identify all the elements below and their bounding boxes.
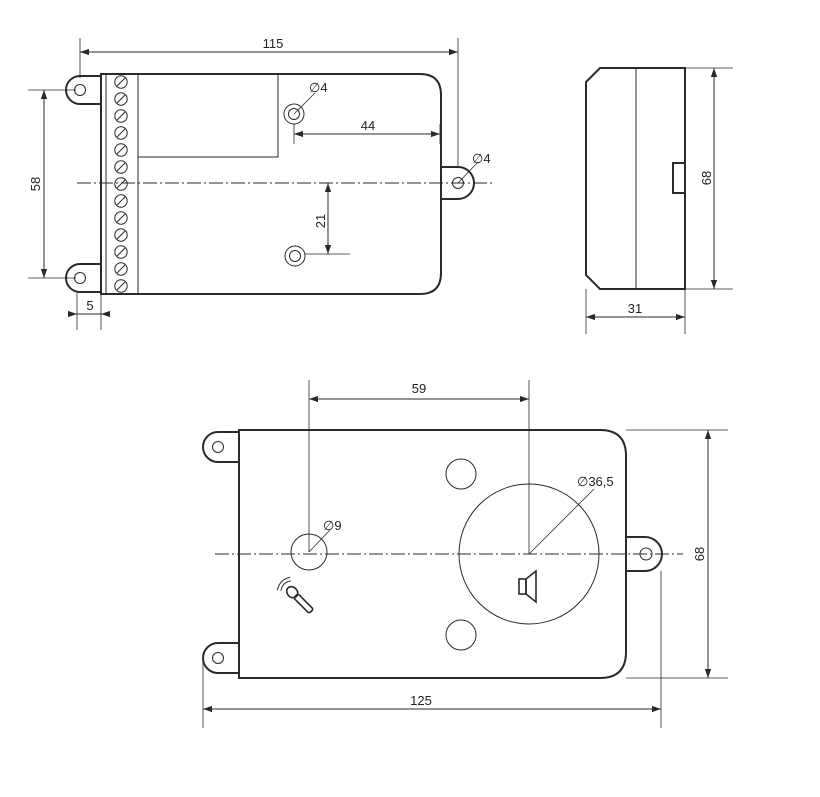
front-view: 59 ∅36,5 ∅9 68 125 bbox=[202, 380, 728, 728]
leader-line bbox=[308, 529, 331, 553]
mounting-hole-lower bbox=[289, 250, 301, 262]
mounting-ear-front-bottom-left bbox=[202, 642, 240, 674]
mounting-hole-front-bottom-left bbox=[212, 652, 224, 664]
screw-hole-upper bbox=[445, 458, 477, 490]
terminal-screw-slot bbox=[116, 281, 126, 291]
dim-label-31: 31 bbox=[628, 301, 642, 316]
dim-label-68-front: 68 bbox=[692, 547, 707, 561]
internal-component bbox=[137, 73, 279, 158]
terminal-screw-slot bbox=[116, 94, 126, 104]
terminal-strip bbox=[100, 73, 139, 295]
terminal-screw-slot bbox=[116, 247, 126, 257]
speaker-dia-label: ∅36,5 bbox=[577, 474, 614, 489]
top-view-body bbox=[100, 73, 442, 295]
mounting-hole-lower-ring bbox=[284, 245, 306, 267]
terminal-screw-slot bbox=[116, 230, 126, 240]
hole-dia-label-right: ∅4 bbox=[472, 151, 491, 166]
dim-label-58: 58 bbox=[28, 177, 43, 191]
terminal-screw-slot bbox=[116, 162, 126, 172]
dim-label-68-side: 68 bbox=[699, 171, 714, 185]
terminal-screw-slot bbox=[116, 196, 126, 206]
terminal-screw-slot bbox=[116, 77, 126, 87]
mic-dia-label: ∅9 bbox=[323, 518, 342, 533]
terminal-screw-slot bbox=[116, 213, 126, 223]
top-view: 115 58 44 21 5 ∅4 ∅4 bbox=[28, 36, 493, 330]
dim-label-44: 44 bbox=[361, 118, 375, 133]
mounting-hole-front-top-left bbox=[212, 441, 224, 453]
side-view-tab bbox=[672, 162, 686, 194]
terminal-screw-slot bbox=[116, 179, 126, 189]
mounting-hole-upper bbox=[288, 108, 300, 120]
mounting-ear-top-left bbox=[65, 75, 102, 105]
screw-hole-lower bbox=[445, 619, 477, 651]
dim-label-115: 115 bbox=[263, 36, 284, 51]
microphone-icon bbox=[276, 576, 314, 614]
hole-dia-label-upper: ∅4 bbox=[309, 80, 328, 95]
leader-line bbox=[457, 161, 479, 184]
dim-label-59: 59 bbox=[412, 381, 426, 396]
leader-line bbox=[528, 488, 595, 555]
side-view: 68 31 bbox=[585, 67, 733, 334]
dim-label-125: 125 bbox=[410, 693, 432, 708]
dim-label-21: 21 bbox=[313, 214, 328, 228]
terminal-screw-slot bbox=[116, 128, 126, 138]
dim-label-5: 5 bbox=[86, 298, 93, 313]
speaker-icon bbox=[518, 569, 537, 604]
terminal-screw-slot bbox=[116, 145, 126, 155]
terminal-screw-slot bbox=[116, 111, 126, 121]
mounting-ear-front-top-left bbox=[202, 431, 240, 463]
terminal-screw-slot bbox=[116, 264, 126, 274]
terminal-screws bbox=[114, 75, 128, 293]
leader-line bbox=[293, 92, 316, 115]
mounting-ear-bottom-left bbox=[65, 263, 102, 293]
